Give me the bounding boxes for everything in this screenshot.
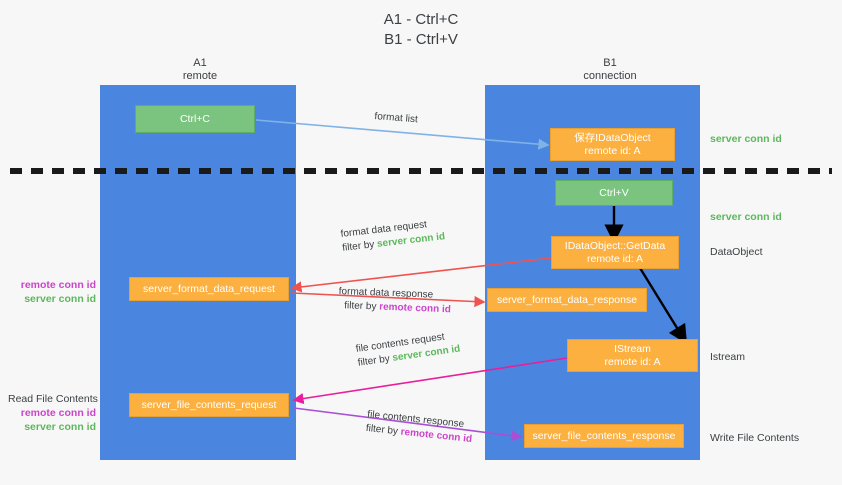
- node-server-format-data-response-label: server_format_data_response: [496, 293, 638, 306]
- node-server-file-contents-request-label: server_file_contents_request: [141, 398, 277, 411]
- lane-header-b1: B1 connection: [540, 57, 680, 83]
- node-server-format-data-request-label: server_format_data_request: [143, 282, 275, 295]
- edge-label-format-data-response: format data response filter by remote co…: [338, 285, 452, 317]
- node-ctrl-v-label: Ctrl+V: [599, 186, 629, 199]
- left-label-read-file-contents: Read File Contents: [8, 393, 98, 405]
- side-label-server-conn-id-top: server conn id: [710, 132, 782, 146]
- side-label-write-file-contents-text: Write File Contents: [710, 432, 800, 444]
- filter-by-text-1: filter by: [341, 238, 378, 254]
- side-label-istream-text: Istream: [710, 351, 746, 363]
- page-title: A1 - Ctrl+C B1 - Ctrl+V: [0, 10, 842, 50]
- lane-header-a1: A1 remote: [130, 57, 270, 83]
- edge-label-file-contents-request: file contents request filter by server c…: [355, 329, 461, 371]
- left-label-remote-conn-id-2: remote conn id: [20, 407, 96, 419]
- node-server-file-contents-response[interactable]: server_file_contents_response: [524, 424, 684, 448]
- node-idataobject-getdata-line1: IDataObject::GetData: [564, 239, 666, 252]
- side-label-istream: Istream: [710, 350, 745, 364]
- left-label-read-file-contents-group: Read File Contents remote conn id server…: [0, 392, 98, 434]
- lane-b1-sub: connection: [583, 70, 637, 82]
- left-label-conn-ids-1: remote conn id server conn id: [0, 278, 96, 306]
- node-istream[interactable]: IStream remote id: A: [567, 339, 698, 372]
- side-label-dataobject-text: DataObject: [710, 246, 763, 258]
- side-label-write-file-contents: Write File Contents: [710, 431, 799, 445]
- node-save-idataobject-line2: remote id: A: [584, 144, 641, 157]
- node-server-format-data-request[interactable]: server_format_data_request: [129, 277, 289, 301]
- node-server-file-contents-response-label: server_file_contents_response: [532, 429, 676, 442]
- lane-a1-sub: remote: [182, 70, 218, 82]
- left-label-remote-conn-id-1: remote conn id: [20, 279, 96, 291]
- title-line-2: B1 - Ctrl+V: [384, 31, 458, 48]
- lane-a1-name: A1: [193, 57, 207, 69]
- node-ctrl-c-label: Ctrl+C: [179, 112, 211, 125]
- node-ctrl-c[interactable]: Ctrl+C: [135, 105, 255, 133]
- node-ctrl-v[interactable]: Ctrl+V: [555, 180, 673, 206]
- node-server-format-data-response[interactable]: server_format_data_response: [487, 288, 647, 312]
- node-istream-line1: IStream: [614, 342, 651, 355]
- left-label-server-conn-id-2: server conn id: [24, 421, 96, 433]
- edge-label-format-list: format list: [374, 110, 418, 127]
- filter-by-text-4: filter by: [365, 422, 402, 438]
- side-label-dataobject: DataObject: [710, 245, 763, 259]
- node-idataobject-getdata[interactable]: IDataObject::GetData remote id: A: [551, 236, 679, 269]
- node-istream-line2: remote id: A: [604, 355, 661, 368]
- remote-conn-id-text-1: remote conn id: [378, 301, 452, 316]
- edge-label-format-data-request: format data request filter by server con…: [340, 216, 446, 256]
- edge-label-file-contents-response: file contents response filter by remote …: [365, 408, 474, 447]
- edge-label-format-list-text: format list: [374, 110, 419, 126]
- title-line-1: A1 - Ctrl+C: [383, 11, 459, 28]
- side-label-server-conn-id-top-text: server conn id: [710, 133, 782, 145]
- filter-by-text-2: filter by: [343, 300, 380, 313]
- lane-b1-name: B1: [603, 57, 617, 69]
- node-save-idataobject[interactable]: 保存IDataObject remote id: A: [550, 128, 675, 161]
- side-label-server-conn-id-mid: server conn id: [710, 210, 782, 224]
- side-label-server-conn-id-mid-text: server conn id: [710, 211, 782, 223]
- left-label-server-conn-id-1: server conn id: [24, 293, 96, 305]
- filter-by-text-3: filter by: [357, 352, 394, 369]
- node-save-idataobject-line1: 保存IDataObject: [574, 131, 651, 144]
- node-idataobject-getdata-line2: remote id: A: [586, 252, 644, 265]
- node-server-file-contents-request[interactable]: server_file_contents_request: [129, 393, 289, 417]
- edge-label-format-data-response-filter: filter by remote conn id: [338, 299, 451, 317]
